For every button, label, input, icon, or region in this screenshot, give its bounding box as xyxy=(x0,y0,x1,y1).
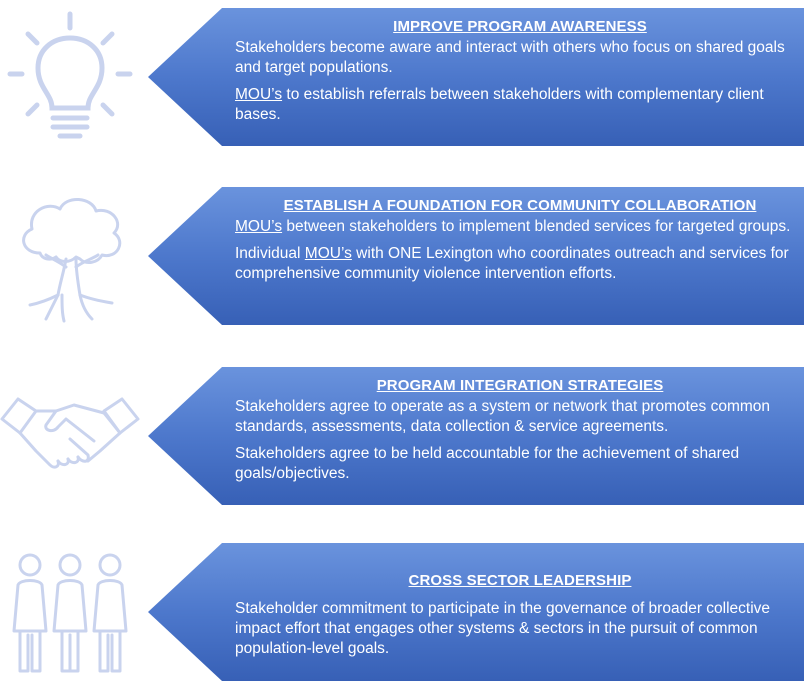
row-cross-sector-leadership: CROSS SECTOR LEADERSHIP Stakeholder comm… xyxy=(0,543,804,681)
paragraph: Stakeholders agree to operate as a syste… xyxy=(235,398,771,435)
paragraph: Stakeholders become aware and interact w… xyxy=(235,39,785,76)
paragraph: MOU’s to establish referrals between sta… xyxy=(235,86,764,123)
banner: PROGRAM INTEGRATION STRATEGIES Stakehold… xyxy=(148,367,804,505)
banner: ESTABLISH A FOUNDATION FOR COMMUNITY COL… xyxy=(148,187,804,325)
section-heading: IMPROVE PROGRAM AWARENESS xyxy=(393,18,647,35)
lightbulb-icon xyxy=(0,8,140,146)
banner: IMPROVE PROGRAM AWARENESS Stakeholders b… xyxy=(148,8,804,146)
banner: CROSS SECTOR LEADERSHIP Stakeholder comm… xyxy=(148,543,804,681)
section-heading: ESTABLISH A FOUNDATION FOR COMMUNITY COL… xyxy=(283,197,757,214)
tree-icon xyxy=(0,187,140,325)
row-improve-program-awareness: IMPROVE PROGRAM AWARENESS Stakeholders b… xyxy=(0,8,804,146)
paragraph: Individual MOU’s with ONE Lexington who … xyxy=(235,245,789,282)
paragraph: Stakeholders agree to be held accountabl… xyxy=(235,445,740,482)
row-establish-foundation: ESTABLISH A FOUNDATION FOR COMMUNITY COL… xyxy=(0,187,804,325)
mou-link[interactable]: MOU’s xyxy=(304,245,352,262)
section-heading: CROSS SECTOR LEADERSHIP xyxy=(408,572,632,589)
paragraph: Stakeholder commitment to participate in… xyxy=(235,600,771,657)
people-icon xyxy=(0,543,140,681)
mou-link[interactable]: MOU’s xyxy=(235,86,283,103)
paragraph: MOU’s between stakeholders to implement … xyxy=(235,218,791,235)
handshake-icon xyxy=(0,367,140,505)
section-heading: PROGRAM INTEGRATION STRATEGIES xyxy=(376,377,664,394)
mou-link[interactable]: MOU’s xyxy=(235,218,283,235)
row-program-integration: PROGRAM INTEGRATION STRATEGIES Stakehold… xyxy=(0,367,804,505)
